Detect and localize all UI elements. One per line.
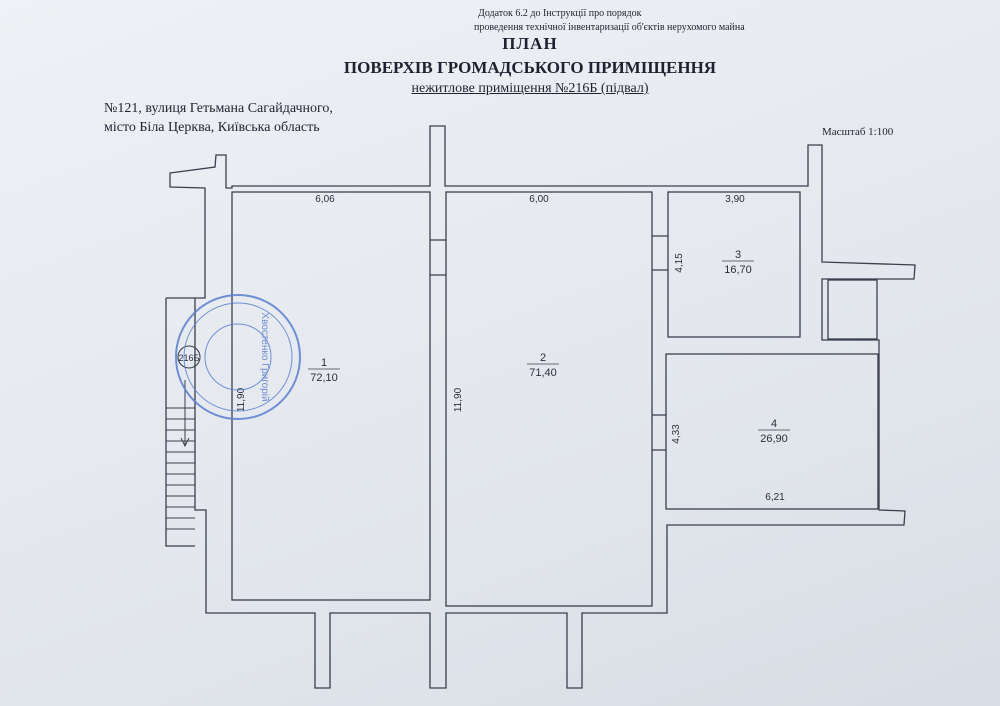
room-4-width: 6,21 bbox=[765, 492, 785, 503]
room-3-area: 16,70 bbox=[724, 264, 752, 276]
room-2-area: 71,40 bbox=[529, 367, 557, 379]
room-4-area: 26,90 bbox=[760, 433, 788, 445]
plan-walls bbox=[165, 125, 916, 689]
stair-treads bbox=[166, 380, 195, 530]
room-4-number: 4 bbox=[771, 418, 777, 430]
room-2-width: 6,00 bbox=[529, 194, 549, 205]
scale-label: Масштаб 1:100 bbox=[822, 126, 894, 138]
room-3-width: 3,90 bbox=[725, 194, 745, 205]
appendix-note-line2: проведення технічної інвентаризації об'є… bbox=[474, 22, 745, 33]
room-1-width: 6,06 bbox=[315, 194, 335, 205]
room-3-height: 4,15 bbox=[674, 253, 685, 273]
premises-marker-circle bbox=[177, 345, 201, 369]
plan-subtitle: ПОВЕРХІВ ГРОМАДСЬКОГО ПРИМІЩЕННЯ bbox=[343, 58, 717, 77]
premises-marker-label: 216Б bbox=[179, 353, 200, 363]
room-2-number: 2 bbox=[540, 352, 546, 364]
room-3-number: 3 bbox=[735, 249, 741, 261]
premises-description: нежитлове приміщення №216Б (підвал) bbox=[411, 81, 649, 96]
room-1-number: 1 bbox=[321, 357, 327, 369]
address-line1: №121, вулиця Гетьмана Сагайдачного, bbox=[104, 101, 333, 116]
room-1-area: 72,10 bbox=[310, 372, 338, 384]
address-line2: місто Біла Церква, Київська область bbox=[104, 120, 320, 135]
room-4-height: 4,33 bbox=[671, 424, 682, 444]
seal-stamp: Хвостенко Григорій bbox=[175, 294, 301, 420]
plan-title: ПЛАН bbox=[502, 34, 558, 53]
appendix-note-line1: Додаток 6.2 до Інструкції про порядок bbox=[478, 8, 642, 19]
room-2-height: 11,90 bbox=[453, 387, 464, 412]
stamp-text: Хвостенко Григорій bbox=[259, 312, 270, 401]
room-1-height: 11,90 bbox=[236, 387, 247, 412]
